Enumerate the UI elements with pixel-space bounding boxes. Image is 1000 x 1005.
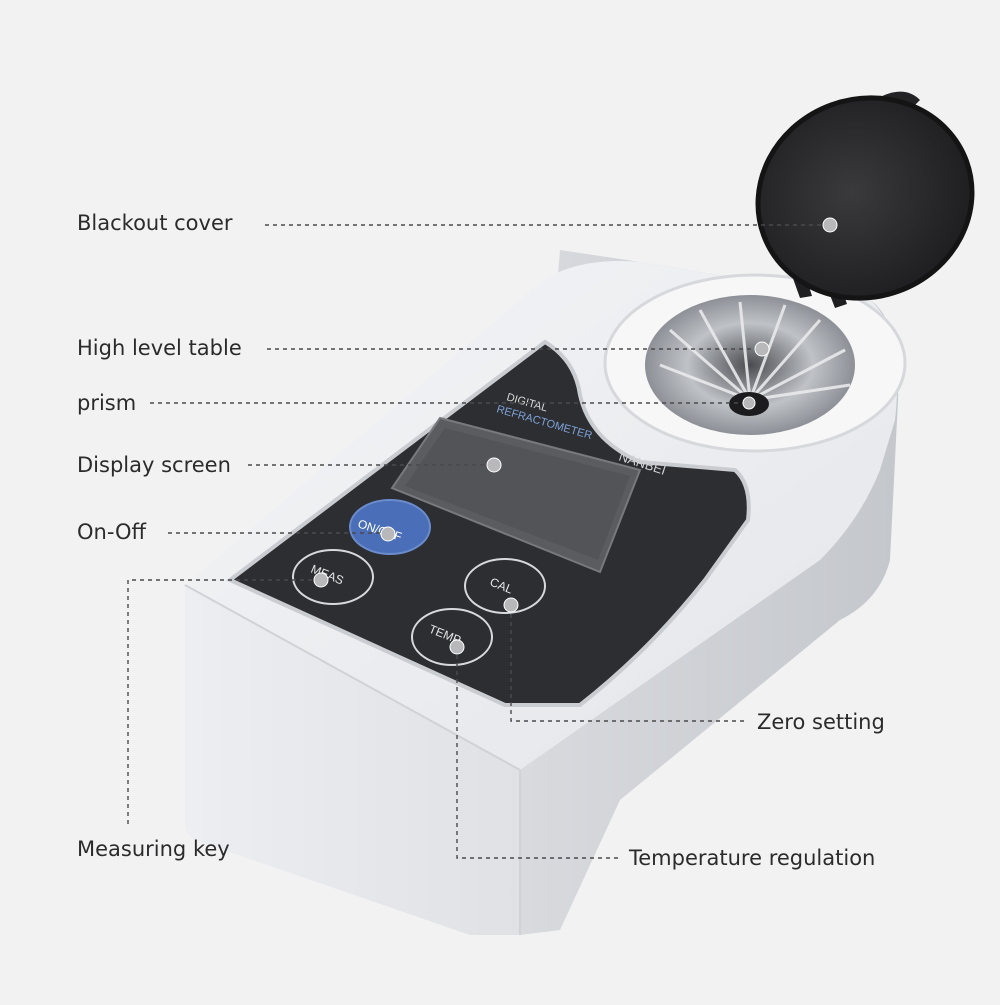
dot-prism xyxy=(742,396,756,410)
temp-button[interactable]: TEMP xyxy=(411,608,493,666)
meas-button[interactable]: MEAS xyxy=(292,549,374,605)
sample-well xyxy=(603,273,907,453)
callout-leaders xyxy=(127,224,828,859)
callout-display-screen: Display screen xyxy=(77,453,231,477)
dot-high-level-table xyxy=(754,341,770,357)
callout-prism: prism xyxy=(77,391,137,415)
dot-zero-setting xyxy=(503,597,519,613)
dot-display-screen xyxy=(486,457,502,473)
dot-blackout-cover xyxy=(822,217,838,233)
blackout-cover[interactable] xyxy=(730,68,1000,328)
cal-button[interactable]: CAL xyxy=(464,558,546,614)
dot-measuring-key xyxy=(313,572,329,588)
callout-on-off: On-Off xyxy=(77,520,146,544)
callout-dots xyxy=(313,217,838,655)
dot-temperature-regulation xyxy=(449,639,465,655)
callout-zero-setting: Zero setting xyxy=(757,710,885,734)
callout-high-level-table: High level table xyxy=(77,336,242,360)
callout-temperature-regulation: Temperature regulation xyxy=(629,846,876,870)
callout-blackout-cover: Blackout cover xyxy=(77,211,233,235)
dot-on-off xyxy=(380,526,396,542)
callout-measuring-key: Measuring key xyxy=(77,837,230,861)
